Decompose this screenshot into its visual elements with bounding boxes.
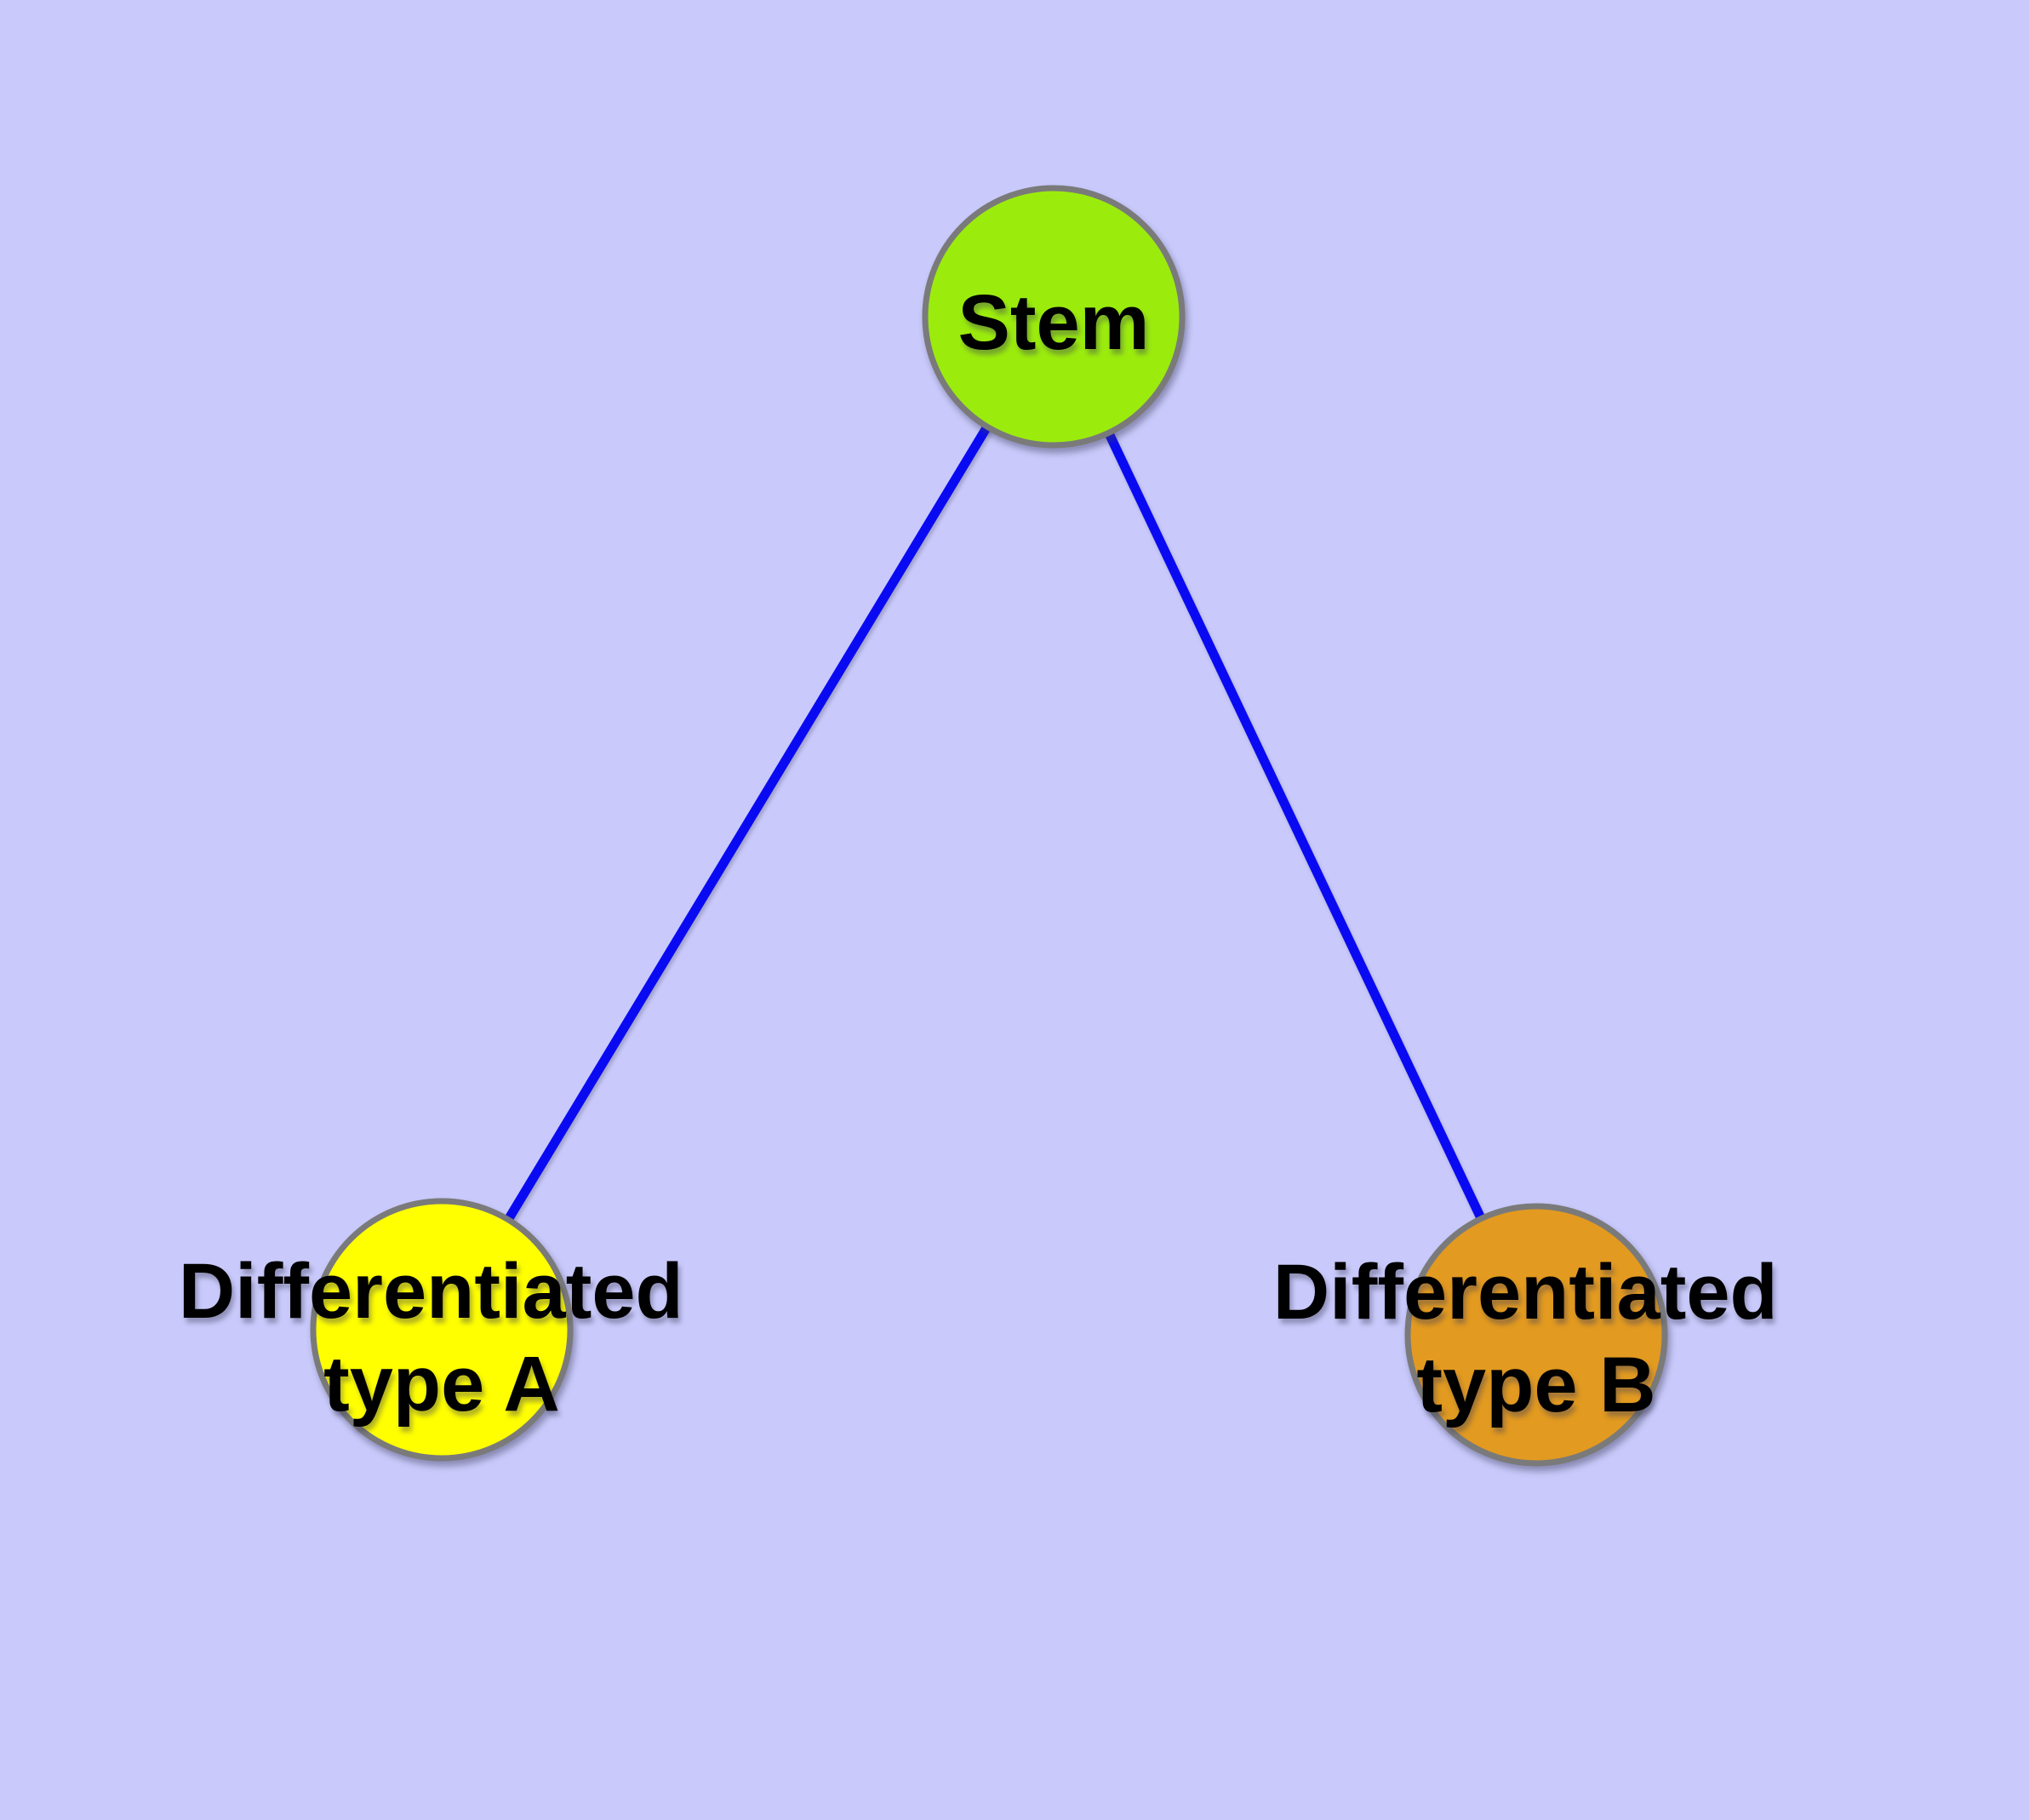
node-stem-label-line1: Stem <box>958 279 1150 366</box>
edge-stem-to-type-b <box>1049 314 1540 1337</box>
node-type-a-label: Differentiated type A <box>179 1248 706 1428</box>
edges <box>437 314 1540 1337</box>
edge-stem-to-type-a <box>437 314 1058 1332</box>
node-type-b-label-line1: Differentiated <box>1273 1249 1778 1336</box>
node-stem-label: Stem <box>958 279 1150 366</box>
node-type-a-label-line2: type A <box>323 1341 560 1428</box>
node-differentiated-type-b <box>1404 1203 1668 1467</box>
nodes <box>310 185 1668 1467</box>
node-stem <box>922 185 1186 449</box>
node-differentiated-type-a <box>310 1198 574 1462</box>
node-type-a-label-line1: Differentiated <box>179 1248 683 1335</box>
node-type-b-label-line2: type B <box>1416 1342 1655 1428</box>
node-type-b-label: Differentiated type B <box>1273 1249 1800 1428</box>
node-labels: Stem Differentiated type A Differentiate… <box>179 279 1800 1428</box>
